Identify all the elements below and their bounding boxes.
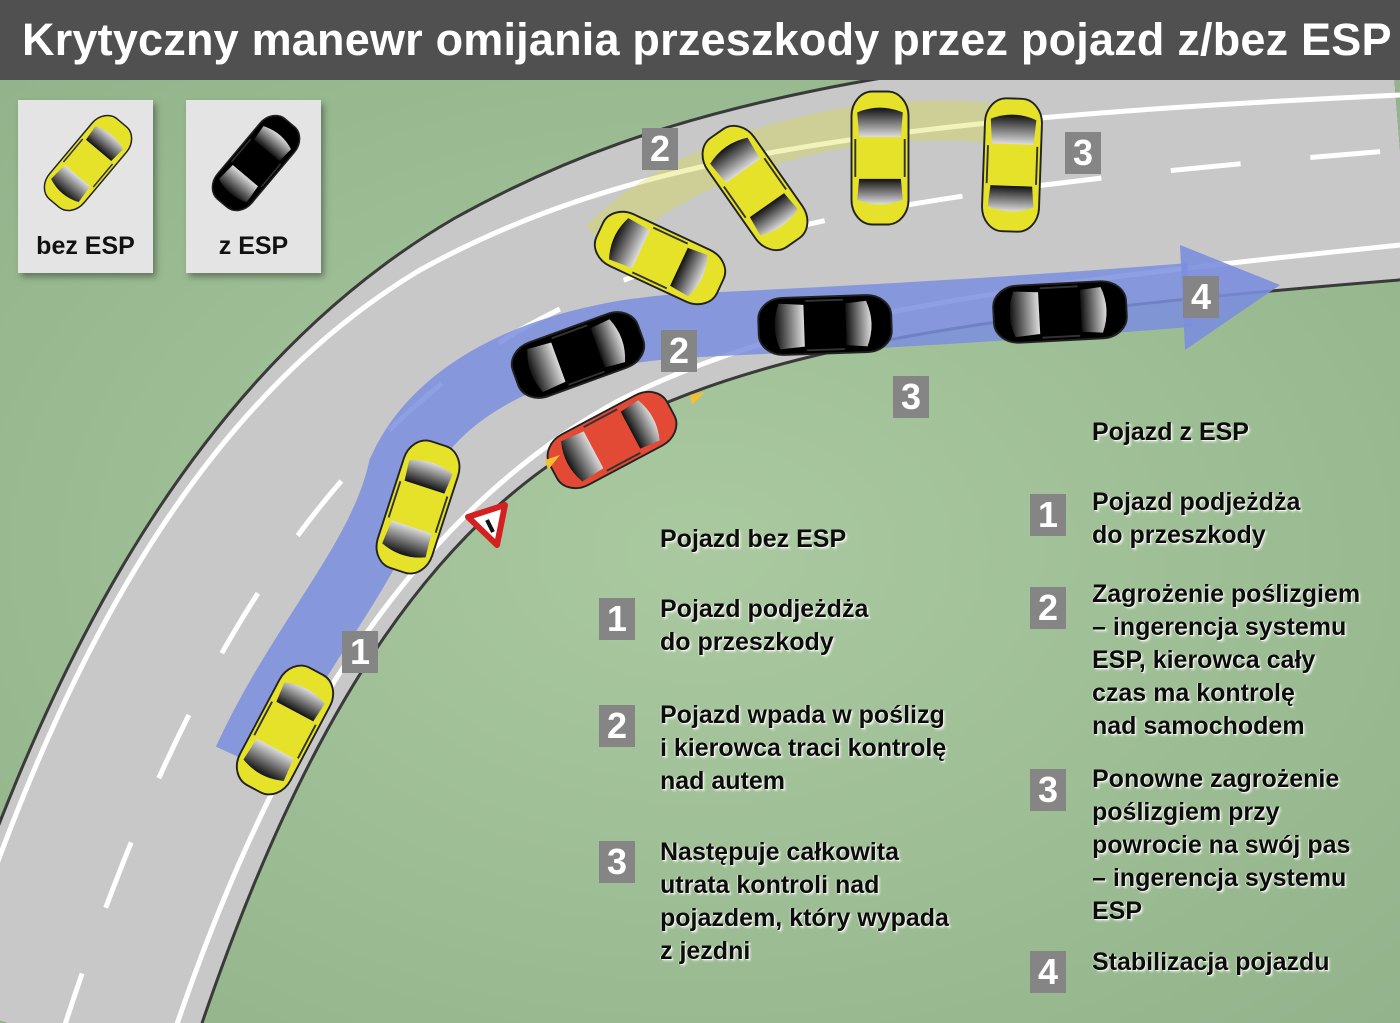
- step-badge: 1: [599, 598, 635, 640]
- warning-triangle-icon: [465, 502, 508, 548]
- diagram-badge-no-esp-2: 2: [642, 128, 678, 170]
- legend-label: bez ESP: [36, 232, 135, 260]
- legend-label: z ESP: [218, 232, 289, 260]
- diagram-badge-no-esp-3: 3: [1065, 132, 1101, 174]
- step-text: Zagrożenie poślizgiem – ingerencja syste…: [1092, 580, 1361, 740]
- step-text: Pojazd podjeżdża do przeszkody: [1092, 488, 1301, 549]
- car-with-esp-3: [991, 279, 1129, 345]
- step-text: Stabilizacja pojazdu: [1092, 948, 1330, 976]
- diagram-badge-esp-4: 4: [1183, 276, 1219, 318]
- black-car-icon: [204, 108, 308, 218]
- diagram-badge-esp-2: 2: [661, 330, 697, 372]
- legend-with-esp: z ESP: [186, 100, 321, 273]
- diagram-badge-esp-3: 3: [893, 376, 929, 418]
- page-title: Krytyczny manewr omijania przeszkody prz…: [22, 14, 1392, 65]
- with-esp-heading: Pojazd z ESP: [1092, 418, 1249, 446]
- step-badge: 3: [599, 841, 635, 883]
- step-badge: 4: [1030, 951, 1066, 993]
- diagram-badge-esp-1: 1: [342, 631, 378, 673]
- car-with-esp-2: [756, 293, 894, 357]
- title-bar: Krytyczny manewr omijania przeszkody prz…: [0, 0, 1400, 80]
- step-text: Następuje całkowita utrata kontroli nad …: [660, 838, 949, 965]
- car-without-esp-5: [850, 90, 910, 226]
- step-badge: 1: [1030, 494, 1066, 536]
- yellow-car-icon: [36, 108, 140, 218]
- step-text: Ponowne zagrożenie poślizgiem przy powro…: [1092, 765, 1351, 925]
- step-badge: 3: [1030, 769, 1066, 811]
- step-badge: 2: [1030, 587, 1066, 629]
- step-text: Pojazd wpada w poślizg i kierowca traci …: [660, 701, 947, 795]
- step-text: Pojazd podjeżdża do przeszkody: [660, 595, 869, 656]
- step-badge: 2: [599, 705, 635, 747]
- without-esp-heading: Pojazd bez ESP: [660, 525, 847, 553]
- legend-without-esp: bez ESP: [18, 100, 153, 273]
- car-without-esp-6: [980, 96, 1044, 234]
